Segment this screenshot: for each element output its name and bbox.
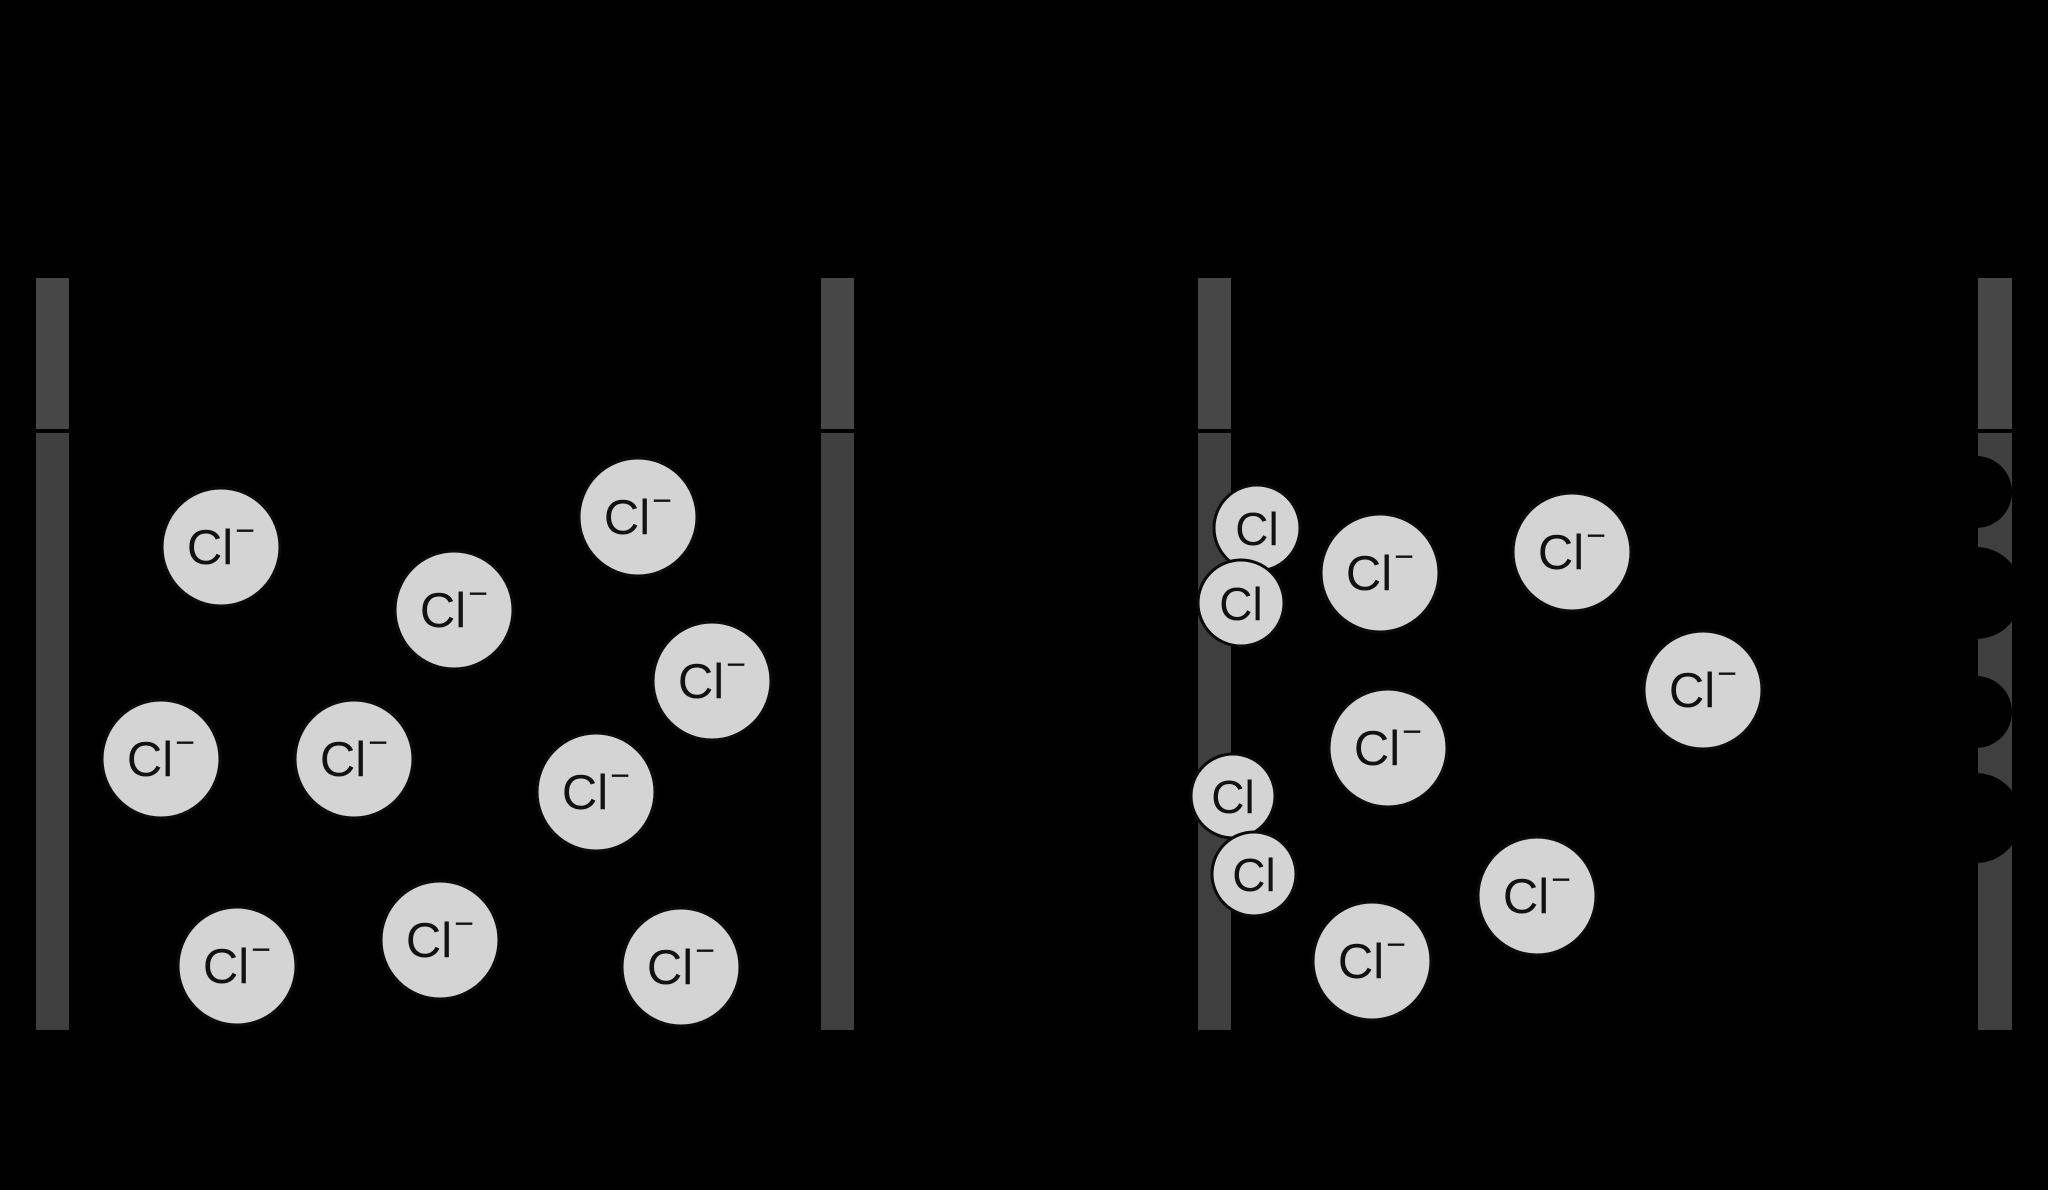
ion-circle [535, 731, 657, 853]
ion-charge: − [175, 724, 195, 762]
ion-circle [1311, 900, 1433, 1022]
ion-label: Cl− [604, 482, 672, 545]
ion-charge: − [652, 482, 672, 520]
chloride-ion: Cl− [293, 698, 415, 820]
left-cell: Cl− Cl− Cl− Cl− Cl− Cl− Cl− Cl− Cl− Cl− [36, 278, 854, 1030]
ion-circle [100, 698, 222, 820]
chloride-ion: Cl− [1327, 687, 1449, 809]
chloride-ion: Cl− [577, 456, 699, 578]
ion-label: Cl− [562, 757, 630, 820]
ion-circle [393, 549, 515, 671]
ion-label: Cl [1219, 578, 1262, 630]
chloride-ion: Cl− [100, 698, 222, 820]
ion-charge: − [1402, 713, 1422, 751]
ion-charge: − [251, 931, 271, 969]
ion-circle [160, 486, 282, 608]
gas-bubble [1940, 676, 2012, 748]
ion-label: Cl− [1346, 538, 1414, 601]
ion-circle [1196, 558, 1286, 648]
electrode-upper-segment [821, 278, 854, 429]
left-cell-left-electrode [36, 278, 69, 1030]
chloride-ion: Cl− [393, 549, 515, 671]
ion-charge: − [726, 646, 746, 684]
chloride-ion: Cl− [651, 620, 773, 742]
ion-charge: − [695, 932, 715, 970]
chlorine-atom: Cl [1196, 558, 1286, 648]
ion-label: Cl [1211, 771, 1254, 823]
electrode-upper-segment [1978, 278, 2012, 429]
chlorine-atom: Cl [1210, 830, 1298, 918]
ion-charge: − [454, 905, 474, 943]
chloride-ion: Cl− [176, 905, 298, 1027]
chloride-ion: Cl− [160, 486, 282, 608]
electrode-upper-segment [1198, 278, 1231, 429]
left-cell-right-electrode [821, 278, 854, 1030]
ion-charge: − [235, 512, 255, 550]
right-cell-right-electrode [1978, 278, 2012, 1030]
chlorine-atom: Cl [1189, 752, 1277, 840]
ion-circle [1642, 629, 1764, 751]
ion-charge: − [1394, 538, 1414, 576]
chloride-ion: Cl− [620, 906, 742, 1028]
gas-bubble [1940, 456, 2012, 528]
solution-level-line [821, 429, 854, 433]
ion-circle [1210, 830, 1298, 918]
ion-label: Cl− [406, 905, 474, 968]
ion-label: Cl− [203, 931, 271, 994]
ion-circle [293, 698, 415, 820]
ion-label: Cl− [1503, 861, 1571, 924]
ion-circle [176, 905, 298, 1027]
ion-circle [1319, 512, 1441, 634]
ion-charge: − [368, 724, 388, 762]
electrode-upper-segment [36, 278, 69, 429]
ion-circle [577, 456, 699, 578]
gas-bubble [1931, 773, 2021, 863]
ion-label: Cl [1235, 503, 1278, 555]
ion-charge: − [610, 757, 630, 795]
electrode-lower-segment [821, 433, 854, 1030]
ion-label: Cl− [678, 646, 746, 709]
solution-level-line [1978, 429, 2012, 433]
chloride-ion: Cl− [535, 731, 657, 853]
solution-level-line [1198, 429, 1231, 433]
ion-charge: − [1386, 926, 1406, 964]
ion-label: Cl− [647, 932, 715, 995]
ion-label: Cl− [1354, 713, 1422, 776]
ion-label: Cl− [420, 575, 488, 638]
ion-label: Cl− [320, 724, 388, 787]
chloride-ion: Cl− [379, 879, 501, 1001]
chloride-ion: Cl− [1476, 835, 1598, 957]
ion-label: Cl− [187, 512, 255, 575]
ion-charge: − [468, 575, 488, 613]
ion-circle [651, 620, 773, 742]
ion-circle [1327, 687, 1449, 809]
ion-label: Cl− [1538, 517, 1606, 580]
solution-level-line [36, 429, 69, 433]
ion-circle [1511, 491, 1633, 613]
ion-label: Cl− [127, 724, 195, 787]
chloride-ion: Cl− [1511, 491, 1633, 613]
ion-charge: − [1551, 861, 1571, 899]
right-cell-left-electrode [1198, 278, 1231, 1030]
ion-label: Cl [1232, 849, 1275, 901]
electrode-lower-segment [36, 433, 69, 1030]
ion-label: Cl− [1669, 655, 1737, 718]
ion-circle [379, 879, 501, 1001]
ion-charge: − [1586, 517, 1606, 555]
chlorine-atom: Cl [1212, 483, 1302, 573]
ion-circle [1476, 835, 1598, 957]
chloride-ion: Cl− [1642, 629, 1764, 751]
chloride-ion: Cl− [1319, 512, 1441, 634]
gas-bubble [1930, 547, 2022, 639]
ion-circle [620, 906, 742, 1028]
ion-label: Cl− [1338, 926, 1406, 989]
ion-charge: − [1717, 655, 1737, 693]
chloride-ion: Cl− [1311, 900, 1433, 1022]
